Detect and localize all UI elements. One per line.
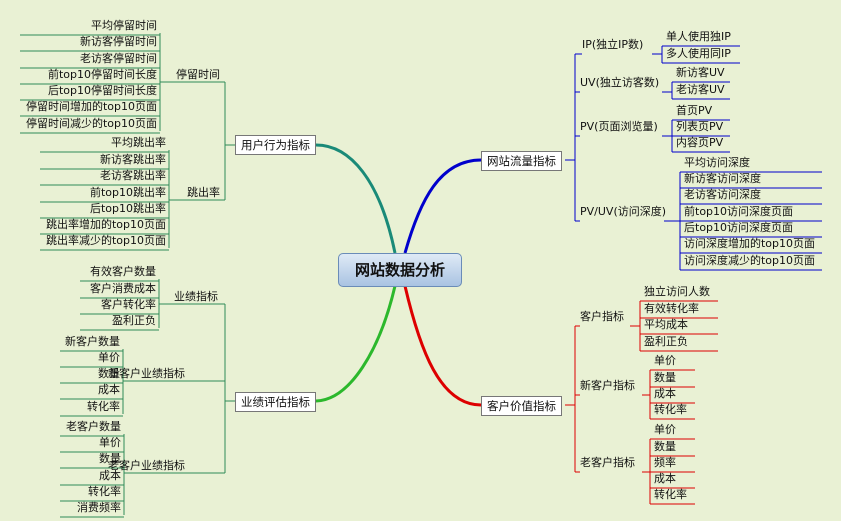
item-traffic-1-1[interactable]: 老访客UV	[676, 83, 725, 96]
branch-traffic[interactable]: 网站流量指标	[481, 151, 562, 171]
connector	[315, 285, 397, 403]
item-performance-1-0[interactable]: 新客户数量	[65, 335, 120, 348]
item-behavior-1-0[interactable]: 平均跳出率	[111, 136, 166, 149]
item-value-1-3[interactable]: 转化率	[654, 403, 687, 416]
group-performance-1[interactable]: 新客户业绩指标	[108, 367, 185, 380]
group-traffic-0[interactable]: IP(独立IP数)	[582, 38, 644, 51]
branch-performance[interactable]: 业绩评估指标	[235, 392, 316, 412]
item-value-2-0[interactable]: 单价	[654, 423, 676, 436]
item-performance-0-1[interactable]: 客户消费成本	[90, 282, 156, 295]
connector	[403, 285, 482, 407]
item-value-0-2[interactable]: 平均成本	[644, 318, 688, 331]
item-behavior-1-3[interactable]: 前top10跳出率	[89, 186, 166, 199]
item-traffic-3-3[interactable]: 前top10访问深度页面	[684, 205, 794, 218]
central-topic[interactable]: 网站数据分析	[338, 253, 462, 287]
item-performance-2-2[interactable]: 数量	[99, 452, 121, 465]
item-value-2-1[interactable]: 数量	[654, 440, 676, 453]
group-traffic-1[interactable]: UV(独立访客数)	[580, 76, 660, 89]
item-behavior-0-2[interactable]: 老访客停留时间	[80, 52, 157, 65]
connector	[403, 158, 482, 254]
group-performance-0[interactable]: 业绩指标	[174, 290, 218, 303]
item-value-2-3[interactable]: 成本	[654, 472, 676, 485]
group-value-0[interactable]: 客户指标	[580, 310, 624, 323]
branch-value[interactable]: 客户价值指标	[481, 396, 562, 416]
item-traffic-1-0[interactable]: 新访客UV	[676, 66, 725, 79]
item-performance-2-1[interactable]: 单价	[99, 436, 121, 449]
item-value-0-3[interactable]: 盈利正负	[644, 335, 688, 348]
item-traffic-2-2[interactable]: 内容页PV	[676, 136, 724, 149]
item-behavior-0-5[interactable]: 停留时间增加的top10页面	[25, 100, 157, 113]
item-behavior-0-4[interactable]: 后top10停留时间长度	[47, 84, 157, 97]
item-behavior-0-0[interactable]: 平均停留时间	[91, 19, 157, 32]
item-value-0-1[interactable]: 有效转化率	[644, 302, 699, 315]
item-traffic-0-0[interactable]: 单人使用独IP	[666, 30, 731, 43]
item-performance-1-2[interactable]: 数量	[98, 367, 120, 380]
item-performance-0-2[interactable]: 客户转化率	[101, 298, 156, 311]
group-value-1[interactable]: 新客户指标	[580, 379, 635, 392]
item-behavior-0-3[interactable]: 前top10停留时间长度	[47, 68, 157, 81]
item-traffic-3-4[interactable]: 后top10访问深度页面	[684, 221, 794, 234]
item-performance-2-0[interactable]: 老客户数量	[66, 420, 121, 433]
item-behavior-0-1[interactable]: 新访客停留时间	[80, 35, 157, 48]
item-traffic-3-6[interactable]: 访问深度减少的top10页面	[684, 254, 816, 267]
group-value-2[interactable]: 老客户指标	[580, 456, 635, 469]
item-traffic-2-0[interactable]: 首页PV	[676, 104, 713, 117]
item-performance-2-5[interactable]: 消费频率	[77, 501, 121, 514]
item-value-1-1[interactable]: 数量	[654, 371, 676, 384]
group-behavior-0[interactable]: 停留时间	[176, 68, 220, 81]
item-traffic-3-1[interactable]: 新访客访问深度	[684, 172, 761, 185]
item-traffic-0-1[interactable]: 多人使用同IP	[666, 47, 731, 60]
item-value-1-0[interactable]: 单价	[654, 354, 676, 367]
group-traffic-3[interactable]: PV/UV(访问深度)	[580, 205, 667, 218]
item-behavior-1-6[interactable]: 跳出率减少的top10页面	[45, 234, 166, 247]
item-performance-1-1[interactable]: 单价	[98, 351, 120, 364]
item-performance-2-4[interactable]: 转化率	[88, 485, 121, 498]
item-behavior-1-5[interactable]: 跳出率增加的top10页面	[45, 218, 166, 231]
group-behavior-1[interactable]: 跳出率	[187, 186, 220, 199]
item-traffic-3-2[interactable]: 老访客访问深度	[684, 188, 761, 201]
item-value-0-0[interactable]: 独立访问人数	[644, 285, 710, 298]
item-behavior-1-4[interactable]: 后top10跳出率	[89, 202, 166, 215]
item-behavior-1-1[interactable]: 新访客跳出率	[100, 153, 166, 166]
item-traffic-2-1[interactable]: 列表页PV	[676, 120, 724, 133]
item-performance-2-3[interactable]: 成本	[99, 469, 121, 482]
item-traffic-3-5[interactable]: 访问深度增加的top10页面	[684, 237, 816, 250]
item-value-2-4[interactable]: 转化率	[654, 488, 687, 501]
item-behavior-1-2[interactable]: 老访客跳出率	[100, 169, 166, 182]
group-traffic-2[interactable]: PV(页面浏览量)	[580, 120, 658, 133]
branch-behavior[interactable]: 用户行为指标	[235, 135, 316, 155]
item-behavior-0-6[interactable]: 停留时间减少的top10页面	[25, 117, 157, 130]
item-value-1-2[interactable]: 成本	[654, 387, 676, 400]
connector	[315, 143, 397, 254]
item-performance-0-3[interactable]: 盈利正负	[112, 314, 156, 327]
item-traffic-3-0[interactable]: 平均访问深度	[684, 156, 750, 169]
item-performance-0-0[interactable]: 有效客户数量	[90, 265, 156, 278]
group-performance-2[interactable]: 老客户业绩指标	[108, 459, 185, 472]
item-performance-1-4[interactable]: 转化率	[87, 400, 120, 413]
item-value-2-2[interactable]: 频率	[654, 456, 676, 469]
item-performance-1-3[interactable]: 成本	[98, 383, 120, 396]
